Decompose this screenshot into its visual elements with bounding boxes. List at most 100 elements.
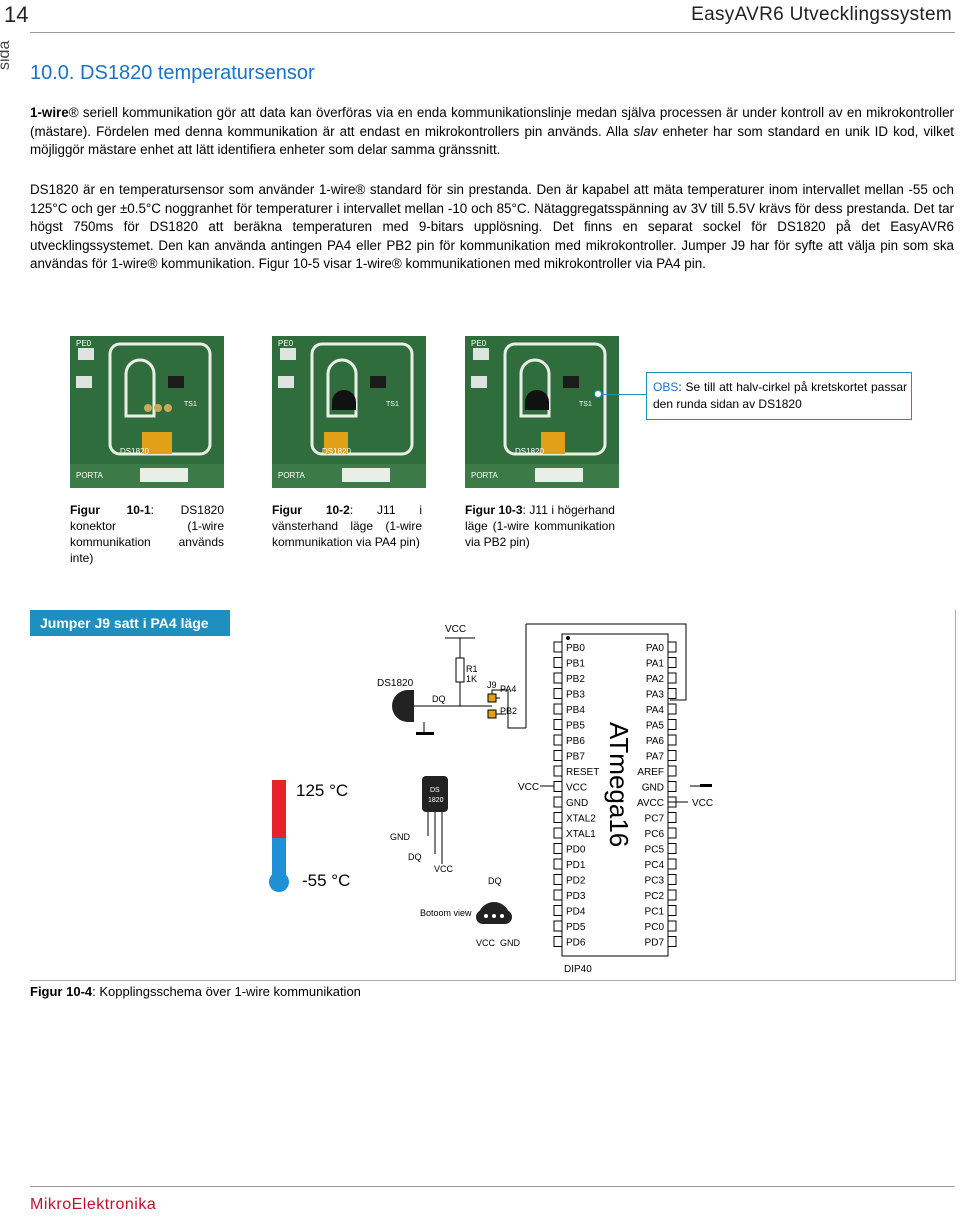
pcb-label-ds1820: DS1820 xyxy=(515,447,544,456)
right-pin-label: PA0 xyxy=(646,643,665,654)
right-pin-8 xyxy=(667,765,677,777)
right-pin-1 xyxy=(667,657,677,668)
left-pin-1 xyxy=(553,657,563,668)
figure-10-1-caption: Figur 10-1: DS1820 konektor (1-wire komm… xyxy=(70,503,224,565)
left-pin-group: PB0PB1PB2PB3PB4PB5PB6PB7RESETVCCGNDXTAL2… xyxy=(553,641,599,949)
left-pin-label: PD5 xyxy=(566,922,586,933)
left-pin-label: PD1 xyxy=(566,860,586,871)
figure-10-3-photo: PE0 TS1 DS1820 PORTA xyxy=(465,336,619,488)
left-pin-15 xyxy=(553,874,563,885)
j9-label: J9 xyxy=(487,680,497,690)
pcb-label-pe0: PE0 xyxy=(76,339,92,348)
gnd-bottom-label: GND xyxy=(500,938,521,948)
right-pin-13 xyxy=(667,843,677,854)
ds1820-label: DS1820 xyxy=(377,678,414,689)
right-pin-label: PC1 xyxy=(645,907,665,918)
right-pin-6 xyxy=(667,734,677,746)
left-pin-16 xyxy=(553,889,563,901)
thermometer-bulb xyxy=(269,872,289,892)
left-pin-17 xyxy=(553,905,563,916)
dq-bottom-label: DQ xyxy=(488,876,502,886)
pcb-label-ts1: TS1 xyxy=(184,401,197,408)
figure-10-2-photo: PE0 TS1 DS1820 PORTA xyxy=(272,336,426,488)
left-pin-label: PB3 xyxy=(566,690,585,701)
right-pin-label: PA4 xyxy=(646,705,665,716)
left-pin-3 xyxy=(553,688,563,699)
left-pin-14 xyxy=(553,858,563,870)
vcc-top-label: VCC xyxy=(445,624,466,635)
right-pin-0 xyxy=(667,641,677,653)
obs-text: : Se till att halv-cirkel på kretskortet… xyxy=(653,380,907,411)
footer-divider xyxy=(30,1186,955,1187)
right-pin-label: PC6 xyxy=(645,829,665,840)
pcb-label-ds1820: DS1820 xyxy=(322,447,351,456)
left-pin-label: PB6 xyxy=(566,736,585,747)
right-pin-18 xyxy=(667,920,677,932)
obs-connector xyxy=(600,394,646,395)
r1-value: 1K xyxy=(466,674,477,684)
right-pin-label: PC4 xyxy=(645,860,665,871)
obs-note: OBS: Se till att halv-cirkel på kretskor… xyxy=(646,372,912,420)
paragraph-2: DS1820 är en temperatursensor som använd… xyxy=(30,182,954,271)
left-pin-19 xyxy=(553,936,563,947)
footer-brand: MikroElektronika xyxy=(30,1196,157,1213)
dq-pin-label: DQ xyxy=(408,852,422,862)
right-pin-label: PD7 xyxy=(645,938,665,949)
left-pin-label: PB0 xyxy=(566,643,585,654)
r1-label: R1 xyxy=(466,664,478,674)
left-pin-6 xyxy=(553,734,563,746)
pcb-label-ds1820: DS1820 xyxy=(120,447,149,456)
vcc-left-label: VCC xyxy=(518,782,539,793)
pcb-label-pe0: PE0 xyxy=(471,339,487,348)
right-pin-19 xyxy=(667,936,677,947)
left-pin-10 xyxy=(553,796,563,808)
pcb-illustration-2: PE0 TS1 DS1820 PORTA xyxy=(272,336,426,488)
right-pin-label: PA6 xyxy=(646,736,665,747)
figure-10-3-caption: Figur 10-3: J11 i högerhand läge (1-wire… xyxy=(465,503,615,549)
right-pin-4 xyxy=(667,703,677,715)
left-pin-label: PB7 xyxy=(566,752,585,763)
package-label: DIP40 xyxy=(564,964,592,975)
left-pin-18 xyxy=(553,920,563,932)
atmega16-body xyxy=(561,633,669,957)
schematic-diagram: 125 °C -55 °C DS1820 DQ VCC R1 1K J9 PA4… xyxy=(269,623,713,975)
right-pin-label: PA5 xyxy=(646,721,665,732)
temp-low-label: -55 °C xyxy=(302,871,350,890)
figure-10-2-caption: Figur 10-2: J11 i vänsterhand läge (1-wi… xyxy=(272,503,422,549)
right-pin-label: PA7 xyxy=(646,752,665,763)
right-pin-label: PC0 xyxy=(645,922,665,933)
pcb-illustration-3: PE0 TS1 DS1820 PORTA xyxy=(465,336,619,488)
schematic-frame xyxy=(30,610,956,981)
left-pin-label: PB4 xyxy=(566,705,585,716)
left-pin-label: RESET xyxy=(566,767,599,778)
right-pin-label: PC5 xyxy=(645,845,665,856)
left-pin-7 xyxy=(553,750,563,761)
left-pin-label: PB5 xyxy=(566,721,585,732)
chip-name: ATmega16 xyxy=(604,722,634,847)
right-pin-label: GND xyxy=(642,783,664,794)
right-pin-17 xyxy=(667,905,677,916)
left-pin-label: PB1 xyxy=(566,659,585,670)
gnd-pin-label: GND xyxy=(390,832,411,842)
right-pin-15 xyxy=(667,874,677,885)
paragraph-1-lead: 1-wire xyxy=(30,105,69,120)
right-pin-11 xyxy=(667,812,677,823)
left-pin-12 xyxy=(553,827,563,839)
right-pin-7 xyxy=(667,750,677,761)
right-pin-label: PA1 xyxy=(646,659,665,670)
vcc-bottom-label: VCC xyxy=(476,938,496,948)
section-title: 10.0. DS1820 temperatursensor xyxy=(30,62,315,84)
pcb-illustration-1: PE0 TS1 DS1820 PORTA xyxy=(70,336,224,488)
left-pin-label: VCC xyxy=(566,783,587,794)
left-pin-label: PB2 xyxy=(566,674,585,685)
left-pin-label: PD3 xyxy=(566,891,586,902)
right-pin-label: PC3 xyxy=(645,876,665,887)
schematic-tab-title: Jumper J9 satt i PA4 läge xyxy=(30,610,230,636)
right-pin-14 xyxy=(667,858,677,870)
left-pin-label: PD4 xyxy=(566,907,586,918)
right-pin-label: PA3 xyxy=(646,690,665,701)
right-pin-5 xyxy=(667,719,677,730)
right-pin-3 xyxy=(667,688,677,699)
right-pin-label: PC2 xyxy=(645,891,665,902)
left-pin-8 xyxy=(553,765,563,777)
